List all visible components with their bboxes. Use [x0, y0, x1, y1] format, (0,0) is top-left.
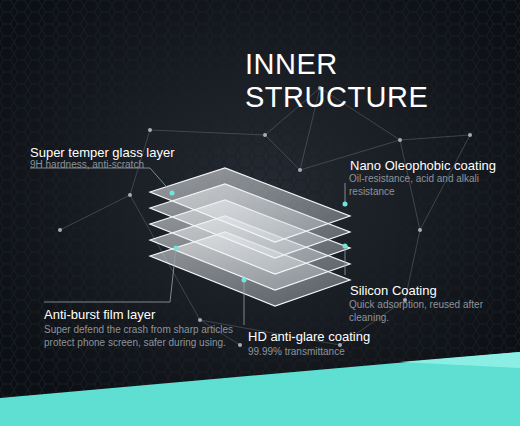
layer-note: 99.99% transmittance [248, 345, 345, 358]
layer-name: Silicon Coating [350, 283, 437, 298]
layer-note: Super defend the crash from sharp articl… [44, 323, 244, 349]
layer-note: Quick adsorption, reused after cleaning. [349, 298, 514, 324]
layer-name: Super temper glass layer [30, 145, 175, 160]
teal-band [0, 352, 520, 426]
layer-name: Nano Oleophobic coating [350, 158, 496, 173]
layer-name: Anti-burst film layer [44, 307, 155, 322]
leader-lines [30, 168, 345, 325]
teal-accent [400, 352, 520, 368]
leader-dots [170, 191, 348, 283]
layer-note: 9H hardness, anti-scratch [30, 158, 144, 171]
glass-layers [150, 168, 350, 306]
layer-name: HD anti-glare coating [248, 329, 370, 344]
title: INNER STRUCTURE [245, 48, 515, 114]
layer-note: Oil-resistance, acid and alkali resistan… [349, 172, 514, 198]
